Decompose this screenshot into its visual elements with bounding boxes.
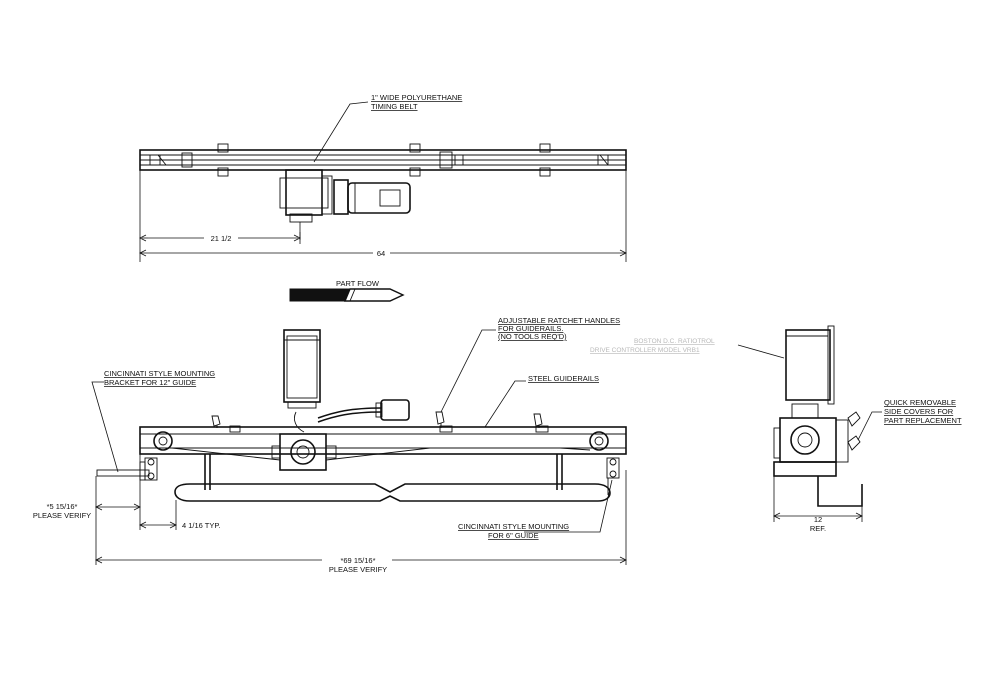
dim-4-1-16: 4 1/16 TYP.: [182, 521, 221, 530]
side-drive-controller: [785, 325, 835, 405]
belt-leader: [313, 101, 369, 163]
dim-12-ref: REF.: [810, 524, 826, 533]
top-gearbox: [279, 169, 333, 240]
mount12-callout-line2: BRACKET FOR 12" GUIDE: [104, 378, 196, 387]
side-mount-bracket: [817, 476, 863, 507]
top-brackets: [149, 143, 609, 177]
belt-return: [171, 447, 591, 461]
dim-64: 64: [377, 249, 385, 258]
covers-callout-line2: SIDE COVERS FOR: [884, 407, 954, 416]
front-drive-controller: [283, 329, 321, 409]
dim-69-15-16-verify: PLEASE VERIFY: [329, 565, 387, 574]
right-pulley: [589, 431, 609, 451]
front-motor: [293, 399, 410, 433]
dim-69-15-16: *69 15/16*: [340, 556, 375, 565]
ratchet-callout-line1: ADJUSTABLE RATCHET HANDLES: [498, 316, 620, 325]
controller-callout-line1: BOSTON D.C. RATIOTROL: [634, 338, 715, 345]
left-mount-12: [96, 457, 158, 481]
covers-leader: [857, 411, 882, 441]
controller-callout-line2: DRIVE CONTROLLER MODEL VRB1: [590, 347, 700, 354]
part-flow-arrow: PART FLOW: [289, 279, 405, 302]
side-conveyor-body: [773, 403, 861, 463]
ratchet-callout-line3: (NO TOOLS REQ'D): [498, 332, 567, 341]
left-pulley: [153, 431, 173, 451]
mount6-callout-line2: FOR 6" GUIDE: [488, 531, 539, 540]
dim-12: 12: [814, 515, 822, 524]
mount12-callout-line1: CINCINNATI STYLE MOUNTING: [104, 369, 215, 378]
controller-leader: [737, 344, 785, 359]
front-view: *5 15/16* PLEASE VERIFY 4 1/16 TYP. *69 …: [33, 316, 627, 574]
dim-5-15-16: *5 15/16*: [47, 502, 78, 511]
covers-callout-line1: QUICK REMOVABLE: [884, 398, 956, 407]
top-view: 21 1/2 64 1" WIDE POLYURETHANE TIMING BE…: [139, 93, 627, 262]
dim-21-1-2: 21 1/2: [211, 234, 232, 243]
dim-5-15-16-verify: PLEASE VERIFY: [33, 511, 91, 520]
mount6-callout-line1: CINCINNATI STYLE MOUNTING: [458, 522, 569, 531]
mount12-leader: [91, 381, 119, 473]
side-base: [773, 461, 837, 477]
guiderails-leader: [484, 380, 526, 428]
part-flow-label: PART FLOW: [336, 279, 380, 288]
right-mount-6: [606, 457, 620, 495]
ratchet-callout-line2: FOR GUIDERAILS.: [498, 324, 563, 333]
side-view: 12 REF. BOSTON D.C. RATIOTROL DRIVE CONT…: [590, 325, 962, 533]
belt-callout-line2: TIMING BELT: [371, 102, 418, 111]
belt-callout-line1: 1" WIDE POLYURETHANE: [371, 93, 462, 102]
ratchet-leader: [440, 329, 496, 413]
front-gearbox: [271, 433, 337, 471]
ratchet-handles: [211, 411, 549, 433]
front-frame: [139, 426, 627, 455]
covers-callout-line3: PART REPLACEMENT: [884, 416, 962, 425]
top-motor: [333, 179, 411, 215]
mount6-leader: [524, 479, 613, 533]
guiderails-callout: STEEL GUIDERAILS: [528, 374, 599, 383]
mounting-base-bracket: [174, 483, 611, 502]
